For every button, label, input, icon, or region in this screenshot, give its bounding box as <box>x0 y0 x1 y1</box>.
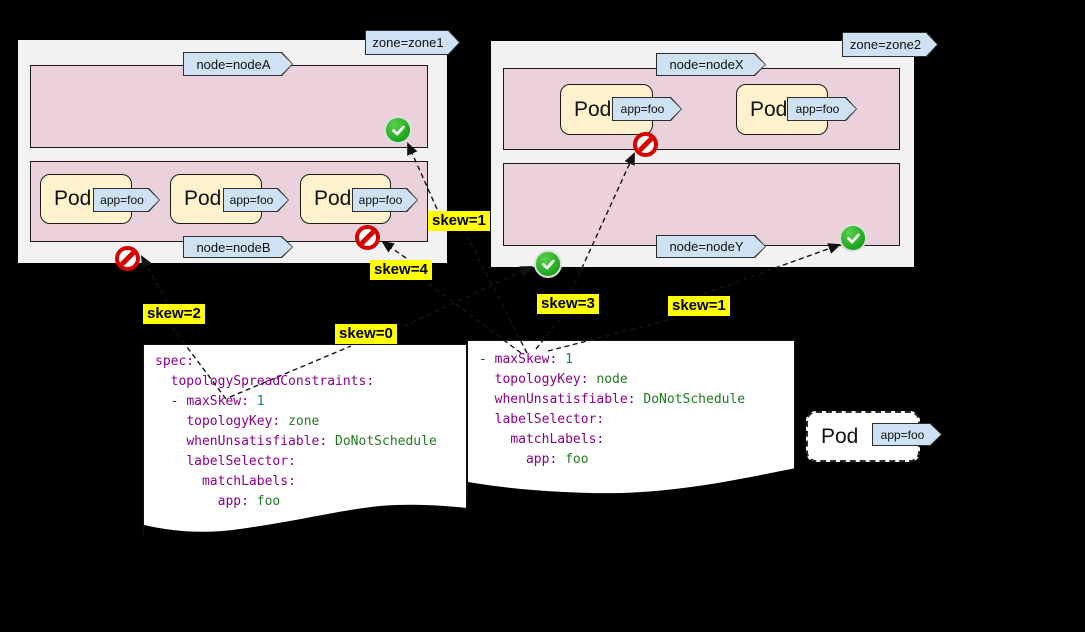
pod-label: app=foo <box>223 188 289 212</box>
pod-label: app=foo <box>352 188 418 212</box>
pod-label-text: app=foo <box>613 98 681 120</box>
skew-label-node-x: skew=3 <box>537 294 599 314</box>
node-a-label: node=nodeA <box>183 52 293 76</box>
node-a-label-text: node=nodeA <box>184 53 292 75</box>
node-x-label-text: node=nodeX <box>657 54 765 75</box>
zone1-label-text: zone=zone1 <box>366 31 459 54</box>
checkmark-glyph <box>391 125 405 135</box>
no-entry-icon <box>355 225 380 250</box>
pod: Pod <box>170 174 262 224</box>
skew-label-node-y: skew=1 <box>668 296 730 316</box>
skew-label-node-b: skew=4 <box>370 260 432 280</box>
pod-name: Pod <box>184 187 222 210</box>
node-y-label-text: node=nodeY <box>657 236 765 257</box>
skew-label-node-a: skew=1 <box>428 211 490 231</box>
pod-label: app=foo <box>612 97 682 121</box>
torn-edge <box>468 468 796 498</box>
pod-label-text: app=foo <box>224 189 288 211</box>
skew-label-zone2: skew=0 <box>335 324 397 344</box>
yaml-block-node-constraint-bg <box>467 340 796 498</box>
pod-label: app=foo <box>93 188 160 212</box>
node-b-label: node=nodeB <box>183 236 293 258</box>
pod-name: Pod <box>54 187 92 210</box>
yaml-block-node-constraint: - maxSkew: 1 topologyKey: node whenUnsat… <box>479 352 746 467</box>
check-icon <box>534 250 562 278</box>
zone2-label-text: zone=zone2 <box>843 33 937 56</box>
pod-label-text: app=foo <box>353 189 417 211</box>
skew-label-zone1: skew=2 <box>143 304 205 324</box>
pod-name: Pod <box>314 187 352 210</box>
pod-label-text: app=foo <box>94 189 159 211</box>
pod-name: Pod <box>574 97 612 121</box>
no-entry-icon <box>115 246 140 271</box>
node-x-label: node=nodeX <box>656 53 766 76</box>
checkmark-glyph <box>541 259 555 269</box>
torn-edge <box>144 504 468 536</box>
check-icon <box>384 116 412 144</box>
arrow-skew2-to-zone1-denied <box>140 255 168 303</box>
incoming-pod-name: Pod <box>821 424 859 448</box>
pod-label: app=foo <box>787 97 857 121</box>
node-y-label: node=nodeY <box>656 235 766 258</box>
no-entry-icon <box>633 132 658 157</box>
incoming-pod-label: app=foo <box>872 423 942 446</box>
pod-name: Pod <box>750 97 788 121</box>
yaml-block-zone-constraint: spec: topologySpreadConstraints: - maxSk… <box>155 354 437 509</box>
checkmark-glyph <box>846 233 860 243</box>
node-a-box <box>30 65 428 148</box>
node-b-label-text: node=nodeB <box>184 237 292 257</box>
incoming-pod-label-text: app=foo <box>873 424 941 445</box>
zone1-label: zone=zone1 <box>365 30 460 55</box>
pod-label-text: app=foo <box>788 98 856 120</box>
zone2-label: zone=zone2 <box>842 32 938 57</box>
check-icon <box>839 224 867 252</box>
